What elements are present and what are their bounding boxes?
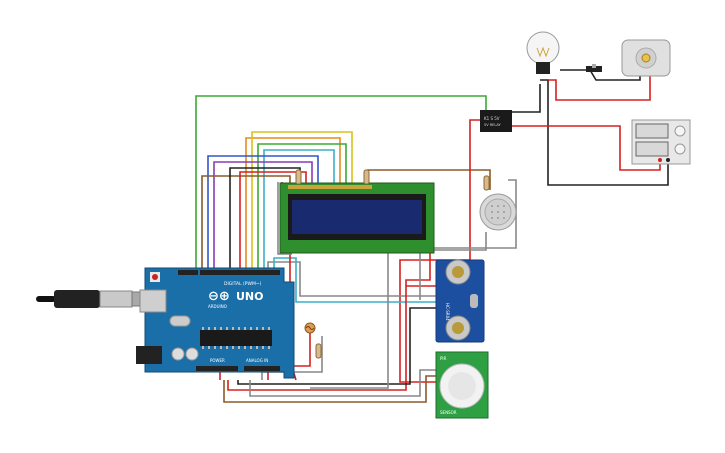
wire-lcd-gray-down[interactable] [310,250,389,389]
us-label: HC-SR04 [445,303,450,321]
arduino-uno[interactable]: ⊖⊕ UNO ARDUINO DIGITAL (PWM~) POWER ANAL… [136,267,295,379]
wire-us-black[interactable] [237,307,438,385]
lcd-screen [292,200,422,234]
chip-pins [202,327,270,349]
wire-lcd-brown[interactable] [201,175,291,272]
wire-lcd-blue[interactable] [207,155,319,272]
psu-knob-top[interactable] [674,125,686,137]
resistor-buzzer[interactable] [483,175,490,191]
wire-lcd-red[interactable] [239,171,307,272]
wire-relay-psu[interactable] [512,125,661,171]
wire-us-red[interactable] [227,285,438,391]
relay-label-top: K1 S 5V [484,116,500,121]
capacitor-2 [185,347,199,361]
atmega-chip [200,330,272,346]
pir-label-top: PIR [440,356,447,361]
wire-us-cyan[interactable] [273,257,438,303]
resistor-lcd-1[interactable] [295,169,302,185]
dc-motor[interactable] [621,39,671,77]
aref-header [178,270,198,275]
digital-header [200,270,280,275]
wire-gray-v[interactable] [277,182,292,255]
capacitor-1 [171,347,185,361]
wire-switch-black[interactable] [560,69,641,81]
wire-green-relay[interactable] [195,95,487,272]
power-jack[interactable] [136,346,162,364]
us-crystal [470,294,478,308]
wire-bulb-red[interactable] [548,70,651,101]
psu-terminal-black[interactable] [666,158,670,162]
piezo-buzzer[interactable] [479,193,517,231]
psu-knob-bottom[interactable] [674,143,686,155]
analog-header [244,366,280,371]
analog-header-label: ANALOG IN [246,358,268,363]
arduino-logo: ⊖⊕ [208,289,230,304]
psu-terminal-red[interactable] [658,158,662,162]
pir-label-bottom: SENSOR [440,410,457,415]
wire-relay-bulb[interactable] [510,84,541,113]
wire-us-gray[interactable] [267,261,438,297]
power-supply[interactable] [631,119,691,165]
psu-display-top [635,123,669,139]
ultrasonic-sensor[interactable]: HC-SR04 [435,259,485,343]
usb-jack[interactable] [139,289,167,313]
slide-switch[interactable] [586,64,602,72]
reset-button-cap[interactable] [152,274,158,280]
resistor-lcd-2[interactable] [363,169,370,185]
wire-red-right[interactable] [405,240,431,286]
resistors [295,169,490,359]
power-header-label: POWER [210,358,225,363]
wire-pir-gray[interactable] [249,369,436,397]
wire-lcd-yellow[interactable] [251,131,353,272]
wire-pir-brown[interactable] [223,375,436,403]
wire-bulb-black[interactable] [540,79,669,186]
photoresistor[interactable] [304,322,316,334]
relay-label-bottom: 5V RELAY [484,123,502,127]
digital-header-label: DIGITAL (PWM~) [224,281,262,287]
resistor-ldr[interactable] [315,343,322,359]
wire-lcd-purple[interactable] [213,161,313,272]
lcd-pin-header [288,185,372,189]
pir-sensor[interactable]: PIR SENSOR [435,351,489,419]
model-label: UNO [236,290,264,303]
wire-lcd-cyan[interactable] [263,149,335,272]
wire-gray-buzzer[interactable] [419,232,487,300]
relay-module[interactable]: K1 S 5V 5V RELAY [480,110,512,132]
wire-lcd-orange[interactable] [245,137,341,272]
light-bulb[interactable] [526,31,560,74]
crystal [169,315,191,327]
psu-display-bottom [635,141,669,157]
usb-cable [36,290,149,308]
power-header [196,366,238,371]
lcd-display[interactable] [279,182,435,254]
brand-label: ARDUINO [208,304,227,309]
wire-lcd-green[interactable] [257,143,347,272]
